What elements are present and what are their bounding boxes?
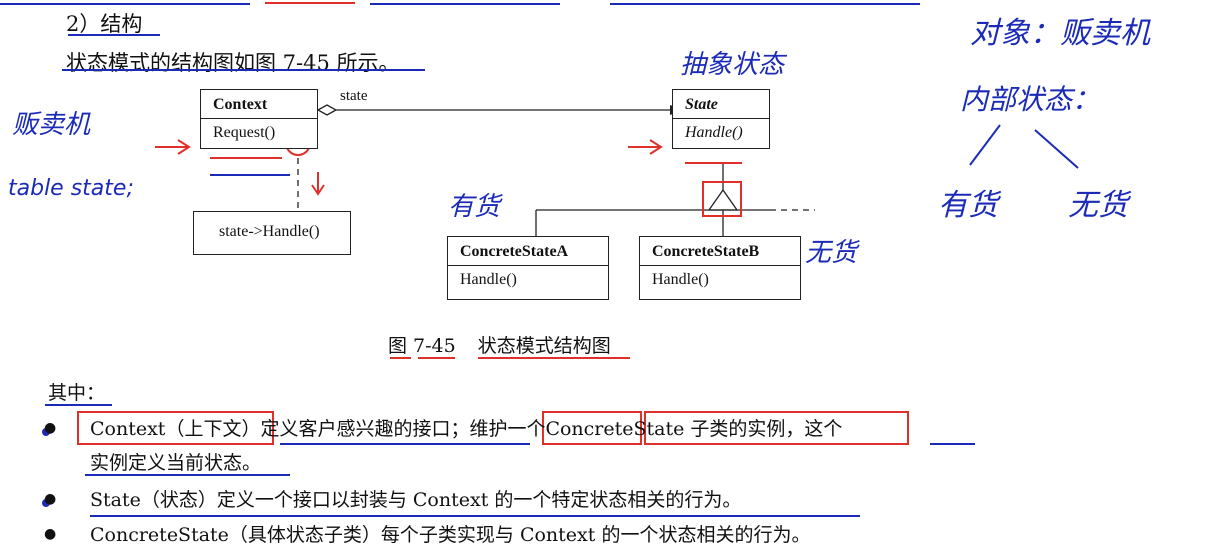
state-operation: Handle() bbox=[685, 124, 743, 141]
concrete-state-b-name: ConcreteStateB bbox=[640, 237, 800, 266]
list-intro: 其中： bbox=[48, 382, 106, 404]
note-box: state->Handle() bbox=[193, 211, 351, 255]
handwritten-has-goods-a: 有货 bbox=[448, 192, 501, 222]
aggregation-diamond bbox=[316, 104, 338, 116]
bullet-3-line-1: ConcreteState（具体状态子类）每个子类实现与 Context 的一个… bbox=[90, 524, 811, 546]
inheritance-triangle bbox=[707, 188, 739, 211]
caption-title: 状态模式结构图 bbox=[477, 335, 611, 357]
section-heading: 2）结构 bbox=[66, 12, 143, 36]
bullet-2-line-1: State（状态）定义一个接口以封装与 Context 的一个特定状态相关的行为… bbox=[90, 489, 742, 511]
bullet-dot-3: ● bbox=[44, 526, 57, 542]
bullet-dot-2: ● bbox=[44, 491, 57, 507]
concrete-state-a-box: ConcreteStateA Handle() bbox=[447, 236, 609, 300]
handwritten-abstract-state: 抽象状态 bbox=[680, 50, 785, 80]
context-class-box: Context Request() bbox=[200, 89, 318, 149]
bullet-1-line-2: 实例定义当前状态。 bbox=[90, 452, 262, 474]
association-label: state bbox=[340, 88, 368, 104]
handwritten-no-goods-b: 无货 bbox=[805, 238, 858, 268]
state-class-box: State Handle() bbox=[672, 89, 770, 149]
handwritten-branch-has: 有货 bbox=[938, 188, 998, 223]
handwritten-branch-no: 无货 bbox=[1068, 188, 1128, 223]
context-operation: Request() bbox=[213, 124, 276, 141]
bullet-1-line-1: Context（上下文）定义客户感兴趣的接口；维护一个ConcreteState… bbox=[90, 418, 843, 440]
bullet-dot-1: ● bbox=[44, 420, 57, 436]
handwritten-internal-state: 内部状态： bbox=[960, 83, 1101, 116]
handwritten-vending-machine: 贩卖机 bbox=[12, 110, 91, 140]
note-text: state->Handle() bbox=[219, 223, 320, 240]
concrete-state-b-operation: Handle() bbox=[652, 271, 709, 288]
handwritten-object-vending: 对象：贩卖机 bbox=[970, 16, 1150, 51]
context-class-name: Context bbox=[201, 90, 317, 119]
handwritten-table-state: table state; bbox=[8, 176, 134, 201]
concrete-state-a-name: ConcreteStateA bbox=[448, 237, 608, 266]
caption-number: 图 7-45 bbox=[388, 335, 456, 357]
state-class-name: State bbox=[673, 90, 769, 119]
concrete-state-a-operation: Handle() bbox=[460, 271, 517, 288]
concrete-state-b-box: ConcreteStateB Handle() bbox=[639, 236, 801, 300]
figure-caption: 图 7-45 状态模式结构图 bbox=[388, 331, 633, 358]
